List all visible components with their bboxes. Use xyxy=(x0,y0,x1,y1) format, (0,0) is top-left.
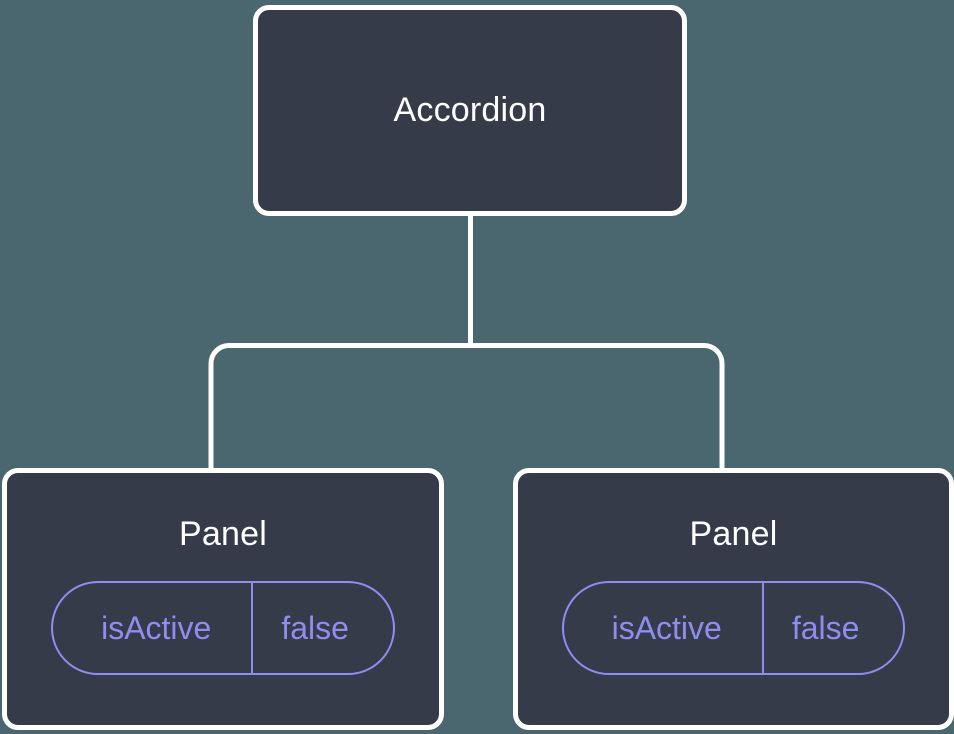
node-panel-right[interactable]: Panel isActive false xyxy=(513,468,954,730)
node-panel-left[interactable]: Panel isActive false xyxy=(2,468,444,730)
node-panel-left-title: Panel xyxy=(179,515,267,553)
prop-value-is-active: false xyxy=(761,582,904,673)
prop-pill-is-active-right[interactable]: isActive false xyxy=(561,580,906,675)
prop-key-is-active: isActive xyxy=(101,609,212,646)
prop-key-is-active: isActive xyxy=(611,609,722,646)
connector-branch-right xyxy=(470,343,725,470)
node-accordion[interactable]: Accordion xyxy=(253,5,687,216)
connector-branch-left xyxy=(208,343,471,470)
prop-pill-is-active-left[interactable]: isActive false xyxy=(51,580,395,675)
prop-value-is-active: false xyxy=(251,582,393,673)
node-accordion-title: Accordion xyxy=(393,90,547,129)
node-panel-right-title: Panel xyxy=(689,515,778,553)
